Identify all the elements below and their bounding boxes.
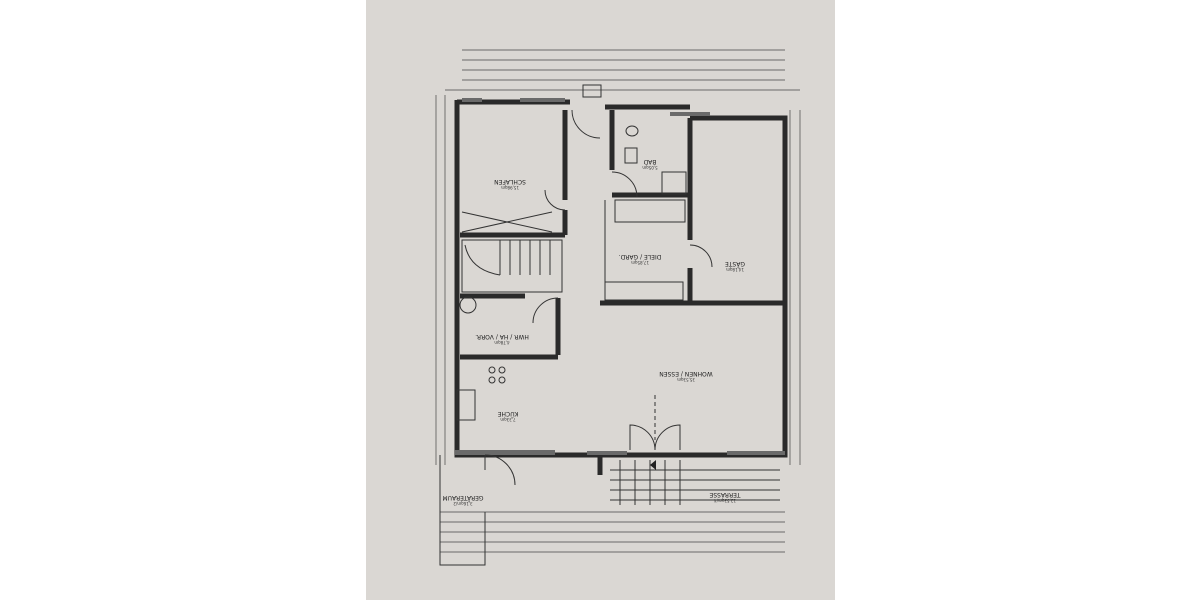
svg-text:4,78qm: 4,78qm xyxy=(494,340,509,345)
room-label-gaeste: GÄSTE xyxy=(725,260,745,267)
toilet-icon xyxy=(625,125,639,137)
svg-text:5,05qm: 5,05qm xyxy=(642,165,657,170)
room-label-schlafen: SCHLAFEN xyxy=(494,178,526,185)
room-label-terrasse: TERRASSE xyxy=(709,491,741,498)
svg-text:12,53qm/4: 12,53qm/4 xyxy=(714,498,736,503)
room-label-geraeteraum: GERÄTERAUM xyxy=(442,494,483,501)
svg-text:7,33qm: 7,33qm xyxy=(500,417,515,422)
room-label-hwr: HWR / HA / VORR. xyxy=(475,333,529,340)
kitchen-sink-icon xyxy=(456,389,476,421)
svg-text:3,16qm/2: 3,16qm/2 xyxy=(453,501,473,506)
room-label-diele: DIELE / GARD. xyxy=(619,253,662,260)
svg-text:35,53qm: 35,53qm xyxy=(677,377,695,382)
side-dimension-lines xyxy=(435,95,801,465)
svg-text:17,85qm: 17,85qm xyxy=(631,260,649,265)
washer-icon xyxy=(459,296,477,314)
shower-icon xyxy=(661,171,687,195)
room-label-wohnen: WOHNEN / ESSEN xyxy=(659,370,712,377)
bottom-dimension-lines xyxy=(440,511,785,553)
terrace-steps xyxy=(610,395,780,505)
room-label-bad: BAD xyxy=(643,158,656,165)
svg-text:15,98qm: 15,98qm xyxy=(501,185,519,190)
top-dimension-lines xyxy=(445,49,800,91)
sink-icon xyxy=(624,147,638,164)
stove-burner-icon xyxy=(488,366,496,374)
outer-walls xyxy=(454,84,788,458)
staircase xyxy=(461,211,563,293)
fixtures xyxy=(456,125,687,421)
annex xyxy=(439,455,603,566)
doors xyxy=(484,109,713,486)
interior-walls xyxy=(460,110,785,360)
svg-text:14,18qm: 14,18qm xyxy=(726,267,744,272)
chimney xyxy=(582,84,602,98)
arrow-icon xyxy=(650,460,656,470)
room-label-kueche: KÜCHE xyxy=(497,410,518,417)
